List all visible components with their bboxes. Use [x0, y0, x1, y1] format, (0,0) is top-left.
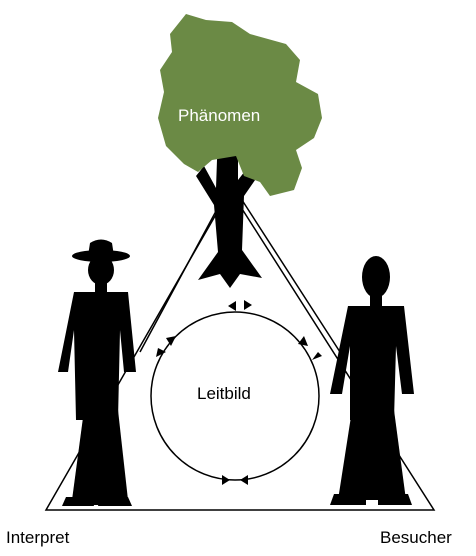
leitbild-label: Leitbild	[197, 384, 251, 404]
person-icon	[330, 256, 414, 505]
interpret-label: Interpret	[6, 528, 69, 548]
arrowhead-upper-right	[298, 336, 308, 346]
tree-foliage	[158, 14, 322, 196]
besucher-label: Besucher	[380, 528, 452, 548]
phaenomen-label: Phänomen	[178, 106, 260, 126]
arrowhead-bottom-left	[222, 475, 230, 485]
arrowhead-upper-left	[166, 336, 176, 346]
arrowhead-top-left	[228, 301, 236, 311]
arrowhead-bottom-right	[240, 475, 248, 485]
arrowhead-lower-right	[312, 352, 322, 360]
tree-icon	[158, 14, 322, 288]
arrowhead-top-right	[244, 300, 252, 310]
